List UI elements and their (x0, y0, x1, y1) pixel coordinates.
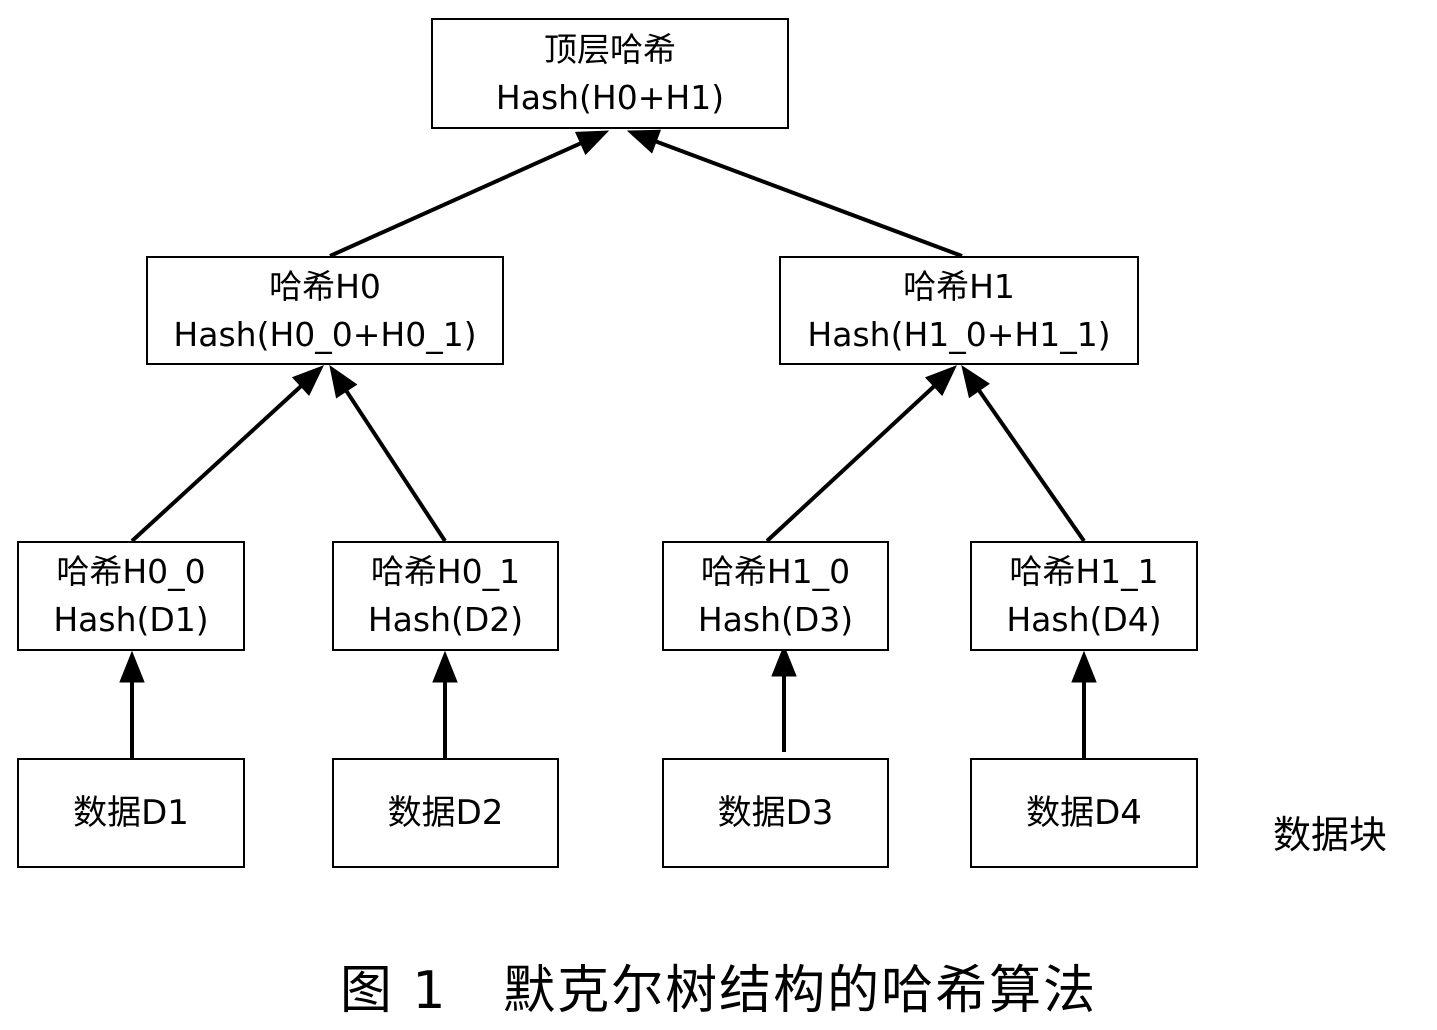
hash-h0-node: 哈希H0 Hash(H0_0+H0_1) (146, 256, 504, 365)
hash-h0-formula: Hash(H0_0+H0_1) (173, 314, 477, 354)
hash-h1-title: 哈希H1 (903, 266, 1015, 306)
hash-h1-node: 哈希H1 Hash(H1_0+H1_1) (779, 256, 1139, 365)
edge-d4-to-h1-1-arrowhead (1071, 650, 1097, 683)
root-hash-title: 顶层哈希 (544, 29, 676, 69)
hash-h0-1-title: 哈希H0_1 (370, 552, 521, 591)
edge-h1-1-to-h1-arrowhead (961, 364, 990, 399)
hash-h0-title: 哈希H0 (269, 266, 381, 306)
hash-h1-1-node: 哈希H1_1 Hash(D4) (970, 541, 1198, 651)
data-block-d3: 数据D3 (662, 758, 889, 868)
edge-h1-1-to-h1-line (977, 389, 1086, 543)
figure-caption: 图 1 默克尔树结构的哈希算法 (339, 961, 1098, 1021)
hash-h1-0-formula: Hash(D3) (697, 600, 854, 639)
edge-h0-0-to-h0-arrowhead (291, 365, 324, 396)
edge-h0-to-root-arrowhead (574, 130, 610, 156)
data-block-d4-label: 数据D4 (1026, 793, 1142, 833)
hash-h0-0-formula: Hash(D1) (53, 600, 209, 639)
data-block-d3-label: 数据D3 (717, 793, 834, 833)
root-hash-node: 顶层哈希 Hash(H0+H1) (431, 18, 789, 129)
edge-h0-1-to-h0-line (344, 389, 447, 543)
hash-h1-0-title: 哈希H1_0 (700, 552, 851, 591)
edge-h1-0-to-h1-line (765, 384, 936, 543)
hash-h0-0-title: 哈希H0_0 (56, 552, 206, 591)
edge-h1-to-root-arrowhead (626, 129, 662, 154)
edge-d3-to-h1-0-arrowhead (771, 644, 797, 677)
hash-h1-formula: Hash(H1_0+H1_1) (807, 314, 1111, 354)
hash-h1-1-title: 哈希H1_1 (1009, 552, 1159, 591)
hash-h1-0-node: 哈希H1_0 Hash(D3) (662, 541, 889, 651)
edge-h0-1-to-h0-arrowhead (329, 364, 358, 399)
data-block-d1-label: 数据D1 (73, 793, 189, 833)
data-blocks-label: 数据块 (1273, 813, 1388, 857)
data-block-d2: 数据D2 (332, 758, 559, 868)
hash-h0-0-node: 哈希H0_0 Hash(D1) (17, 541, 245, 651)
hash-h0-1-formula: Hash(D2) (367, 600, 524, 639)
hash-h0-1-node: 哈希H0_1 Hash(D2) (332, 541, 559, 651)
edge-d2-to-h0-1-arrowhead (432, 650, 458, 683)
root-hash-formula: Hash(H0+H1) (495, 77, 725, 117)
data-block-d2-label: 数据D2 (387, 793, 504, 833)
hash-h1-1-formula: Hash(D4) (1006, 600, 1162, 639)
data-block-d1: 数据D1 (17, 758, 245, 868)
edge-h1-0-to-h1-arrowhead (924, 365, 957, 397)
edge-h1-to-root-line (655, 139, 963, 258)
edge-d1-to-h0-0-arrowhead (119, 650, 145, 683)
edge-h0-to-root-line (329, 141, 582, 258)
edge-h0-0-to-h0-line (130, 384, 303, 543)
data-block-d4: 数据D4 (970, 758, 1198, 868)
